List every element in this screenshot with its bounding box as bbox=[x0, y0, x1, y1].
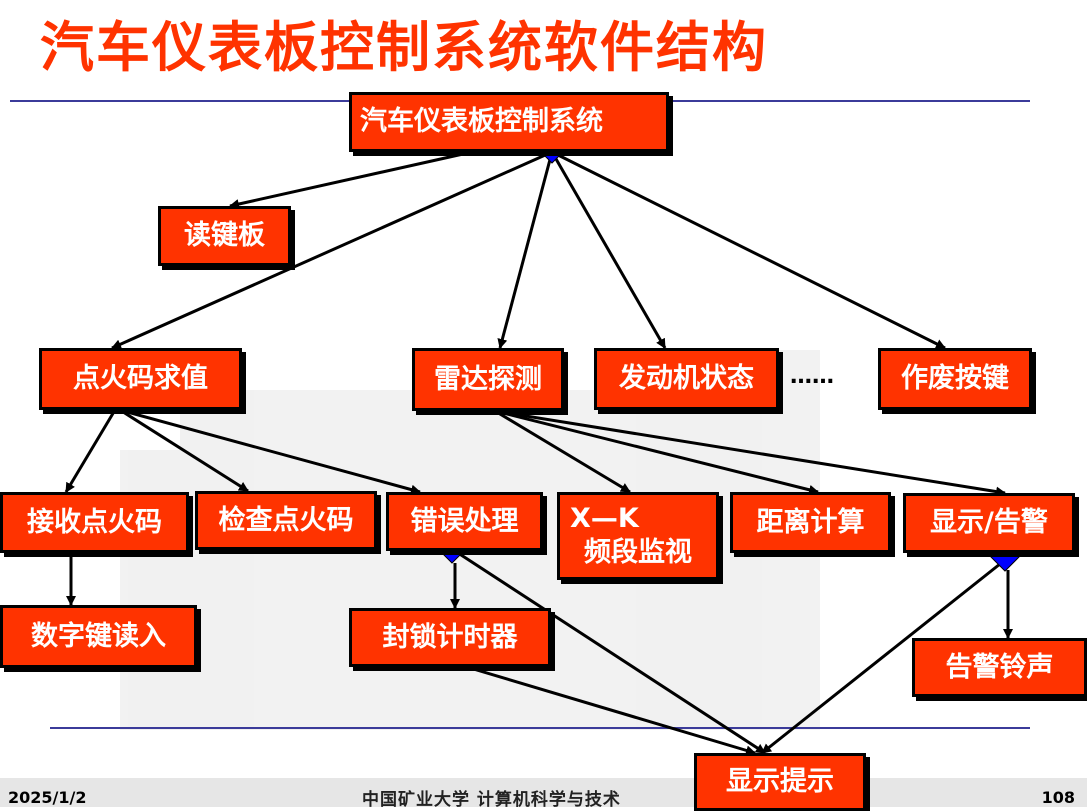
arrow-radar-xk bbox=[494, 409, 631, 494]
node-ignition-value: 点火码求值 bbox=[39, 348, 242, 410]
node-read-keyboard: 读键板 bbox=[158, 206, 291, 266]
footer-page-number: 108 bbox=[1041, 788, 1075, 807]
node-alarm-bell: 告警铃声 bbox=[912, 638, 1087, 697]
node-root: 汽车仪表板控制系统 bbox=[349, 92, 669, 152]
arrow-lock-prompt bbox=[459, 663, 756, 756]
node-lock-timer: 封锁计时器 bbox=[349, 608, 551, 667]
node-xk-line1: X—K bbox=[570, 503, 639, 534]
arrow-root-voidkey bbox=[551, 150, 946, 350]
ellipsis: …… bbox=[790, 364, 834, 389]
node-digit-key-input: 数字键读入 bbox=[0, 605, 197, 668]
page-title: 汽车仪表板控制系统软件结构 bbox=[40, 16, 768, 79]
arrow-error-prompt bbox=[454, 549, 766, 755]
node-engine-state: 发动机状态 bbox=[594, 348, 779, 410]
arrow-ignition-recv bbox=[64, 409, 117, 493]
node-check-ignition: 检查点火码 bbox=[195, 491, 377, 550]
node-void-key: 作废按键 bbox=[878, 348, 1032, 410]
arrow-ignition-error bbox=[119, 408, 421, 495]
bottom-rule bbox=[50, 727, 1030, 729]
node-display-alarm: 显示/告警 bbox=[903, 493, 1075, 553]
arrow-radar-distance bbox=[494, 409, 819, 495]
node-error-handling: 错误处理 bbox=[386, 492, 543, 551]
footer-date: 2025/1/2 bbox=[8, 788, 87, 807]
arrow-root-ignition bbox=[111, 150, 553, 350]
footer-bar bbox=[0, 778, 1087, 807]
node-display-prompt: 显示提示 bbox=[694, 753, 866, 811]
node-radar: 雷达探测 bbox=[412, 348, 564, 411]
footer-organization: 中国矿业大学 计算机科学与技术 bbox=[362, 790, 621, 810]
arrow-root-radar bbox=[497, 151, 554, 349]
arrow-ignition-check bbox=[119, 408, 249, 493]
arrow-display-prompt bbox=[761, 558, 1006, 755]
top-rule-left bbox=[10, 100, 355, 102]
arrow-root-engine bbox=[550, 151, 667, 349]
node-xk-line2: 频段监视 bbox=[584, 537, 692, 568]
node-recv-ignition: 接收点火码 bbox=[0, 492, 189, 553]
arrow-root-readkeyboard bbox=[229, 146, 491, 209]
node-distance-calc: 距离计算 bbox=[730, 492, 891, 553]
node-xk-monitor: X—K 频段监视 bbox=[557, 492, 719, 580]
top-rule-right bbox=[668, 100, 1030, 102]
arrow-radar-display bbox=[494, 409, 1006, 497]
